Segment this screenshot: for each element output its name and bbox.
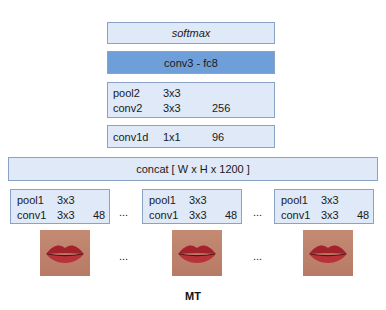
layer-label: 48: [225, 208, 237, 222]
layer-label: 3x3: [163, 86, 181, 100]
layer-box: pool1 3x3 conv1 3x3 48: [10, 189, 110, 224]
layer-label: 96: [212, 130, 224, 144]
layer-label: 48: [93, 208, 105, 222]
layer-box: softmax: [107, 22, 275, 44]
layer-label: 3x3: [189, 193, 207, 207]
layer-label: pool1: [149, 193, 176, 207]
layer-label: conv3 - fc8: [164, 56, 218, 70]
layer-label: 1x1: [163, 130, 181, 144]
ellipsis: ...: [253, 250, 262, 262]
lip-image: [40, 230, 90, 276]
layer-box: conv1d 1x1 96: [107, 125, 275, 148]
layer-label: pool1: [17, 193, 44, 207]
lip-image: [303, 230, 353, 276]
layer-label: 48: [357, 208, 369, 222]
layer-box: pool2 3x3 conv2 3x3 256: [107, 82, 275, 118]
layer-label: 3x3: [321, 208, 339, 222]
layer-label: 256: [212, 101, 230, 115]
layer-label: conv1: [17, 208, 46, 222]
layer-box: pool1 3x3 conv1 3x3 48: [142, 189, 242, 224]
layer-label: 3x3: [57, 208, 75, 222]
layer-label: concat [ W x H x 1200 ]: [136, 162, 250, 176]
lip-image: [172, 230, 222, 276]
layer-box: pool1 3x3 conv1 3x3 48: [274, 189, 374, 224]
layer-label: 3x3: [57, 193, 75, 207]
layer-box: concat [ W x H x 1200 ]: [8, 157, 378, 181]
layer-label: softmax: [172, 26, 211, 40]
ellipsis: ...: [119, 206, 128, 218]
layer-label: pool2: [113, 86, 140, 100]
ellipsis: ...: [253, 206, 262, 218]
ellipsis: ...: [119, 250, 128, 262]
figure-caption: MT: [185, 290, 201, 302]
layer-label: conv1d: [113, 130, 148, 144]
layer-label: 3x3: [321, 193, 339, 207]
layer-label: conv1: [281, 208, 310, 222]
layer-label: 3x3: [189, 208, 207, 222]
layer-label: 3x3: [163, 101, 181, 115]
layer-label: pool1: [281, 193, 308, 207]
layer-label: conv2: [113, 101, 142, 115]
layer-label: conv1: [149, 208, 178, 222]
layer-box: conv3 - fc8: [107, 51, 275, 74]
